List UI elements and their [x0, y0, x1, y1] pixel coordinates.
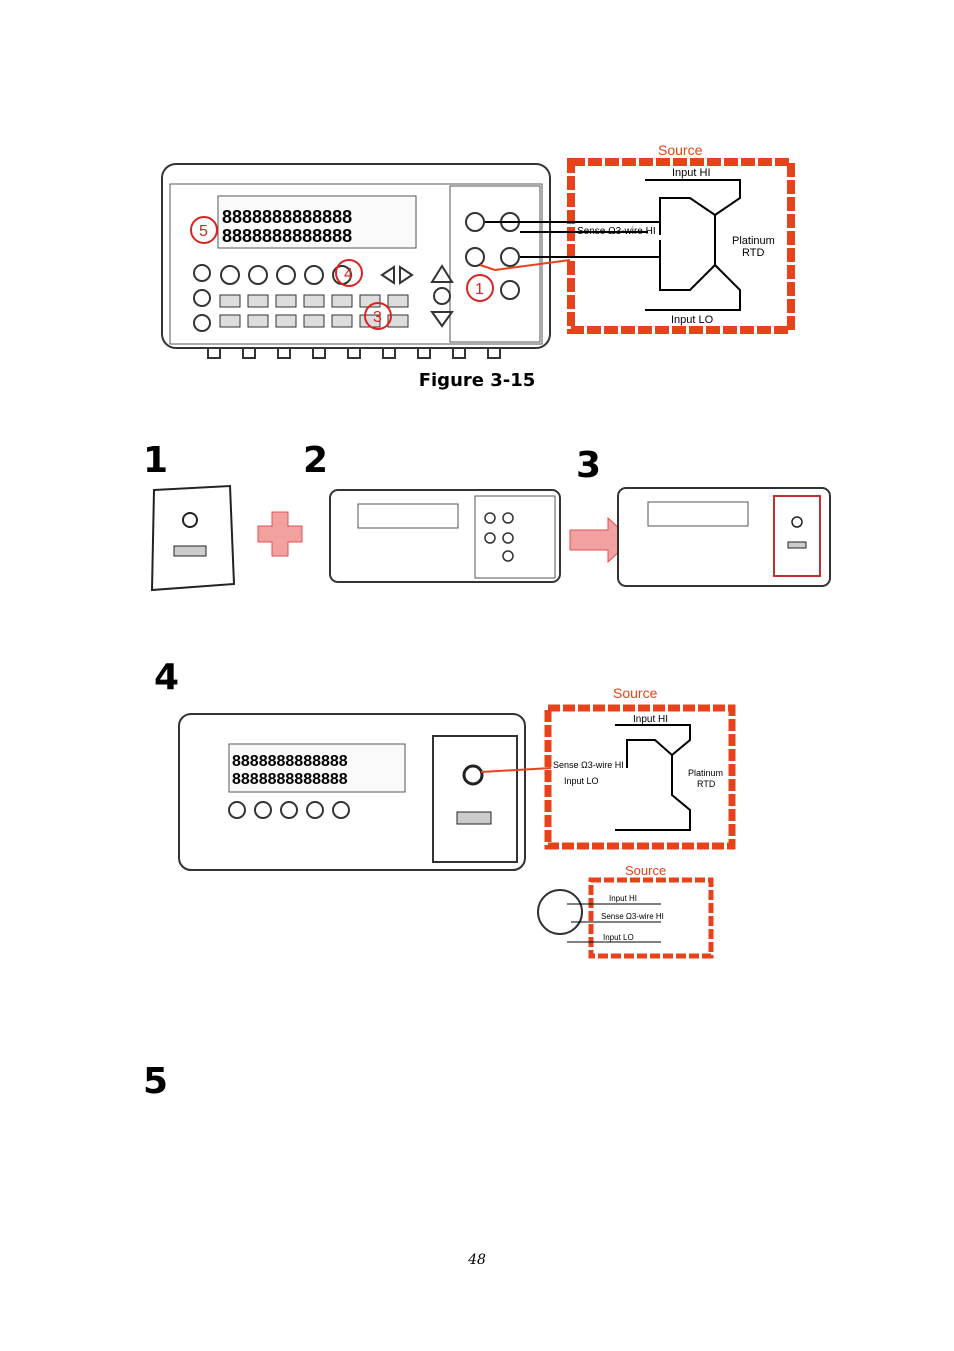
step-2-terminal-panel [474, 495, 556, 579]
step-1-number: 1 [143, 440, 169, 481]
step-3-display [647, 501, 749, 527]
step-4-source-title: Source [613, 685, 658, 701]
step-4-source-box [544, 704, 736, 850]
source-title: Source [658, 142, 703, 158]
step-3-label-plate [787, 541, 807, 549]
step-2-number: 2 [303, 440, 329, 481]
meter-key-grid [219, 294, 409, 328]
step-4-display [228, 743, 406, 793]
step-3-adapter-installed [773, 495, 821, 577]
power-knob [193, 264, 211, 282]
label-rtd: RTD [742, 247, 764, 259]
third-knob [193, 314, 211, 332]
red-wire [479, 259, 571, 272]
connector-wiring [567, 903, 661, 943]
label-input-hi: Input HI [672, 167, 711, 179]
step-2-terminals [484, 512, 514, 562]
callout-3: 3 [373, 309, 382, 326]
label-platinum: Platinum [732, 235, 775, 247]
connector-source-title: Source [625, 863, 666, 878]
adapter-label-plate [173, 545, 207, 557]
step-4-red-wire [480, 767, 552, 773]
steps-1-3-diagram [150, 484, 831, 592]
connector-label-input-hi: Input HI [609, 894, 637, 903]
step-2-meter [329, 489, 561, 583]
step-4-number: 4 [154, 657, 180, 698]
label-sense: Sense Ω3-wire HI [577, 226, 656, 237]
callout-4: 4 [344, 266, 353, 283]
step-4-display-line-2: 8888888888888 [232, 771, 348, 788]
step-4-label-input-hi: Input HI [633, 714, 668, 725]
figure-3-15-diagram: 8888888888888 8888888888888 [161, 142, 795, 359]
step-5-number: 5 [143, 1061, 169, 1102]
step-4-diagram: 8888888888888 8888888888888 Source Input… [178, 685, 736, 959]
connector-detail-icon [537, 889, 583, 935]
callout-1: 1 [475, 281, 484, 298]
label-input-lo: Input LO [671, 314, 714, 326]
source-wiring [485, 179, 741, 311]
callout-5: 5 [199, 223, 208, 240]
step-4-display-line-1: 8888888888888 [232, 753, 348, 770]
second-knob [193, 289, 211, 307]
step-4-label-rtd: RTD [697, 779, 716, 789]
adapter-module [150, 484, 236, 592]
step-4-label-platinum: Platinum [688, 768, 723, 778]
step-3-connector-icon [791, 516, 803, 528]
connector-label-input-lo: Input LO [603, 933, 634, 942]
step-4-label-input-lo: Input LO [564, 776, 599, 786]
connector-source-box [588, 877, 714, 959]
step-2-display [357, 503, 459, 529]
display-line-1: 8888888888888 [222, 207, 352, 227]
step-4-connector-icon [462, 764, 484, 786]
meter-arrow-buttons [380, 264, 454, 328]
display-line-2: 8888888888888 [222, 226, 352, 246]
page-number: 48 [468, 1252, 486, 1268]
connector-label-sense: Sense Ω3-wire HI [601, 912, 664, 921]
meter-display [217, 195, 417, 249]
figure-caption: Figure 3-15 [418, 370, 536, 391]
step-3-number: 3 [576, 445, 602, 486]
step-4-label-plate [456, 811, 492, 825]
step-4-adapter [432, 735, 518, 863]
step-4-wiring [615, 724, 691, 831]
source-box [567, 158, 795, 334]
step-4-label-sense: Sense Ω3-wire HI [553, 760, 624, 770]
plus-icon [257, 511, 303, 557]
step-4-round-buttons [228, 801, 350, 819]
meter-terminals [465, 212, 520, 300]
adapter-connector-icon [182, 512, 198, 528]
meter-feet [207, 347, 501, 359]
